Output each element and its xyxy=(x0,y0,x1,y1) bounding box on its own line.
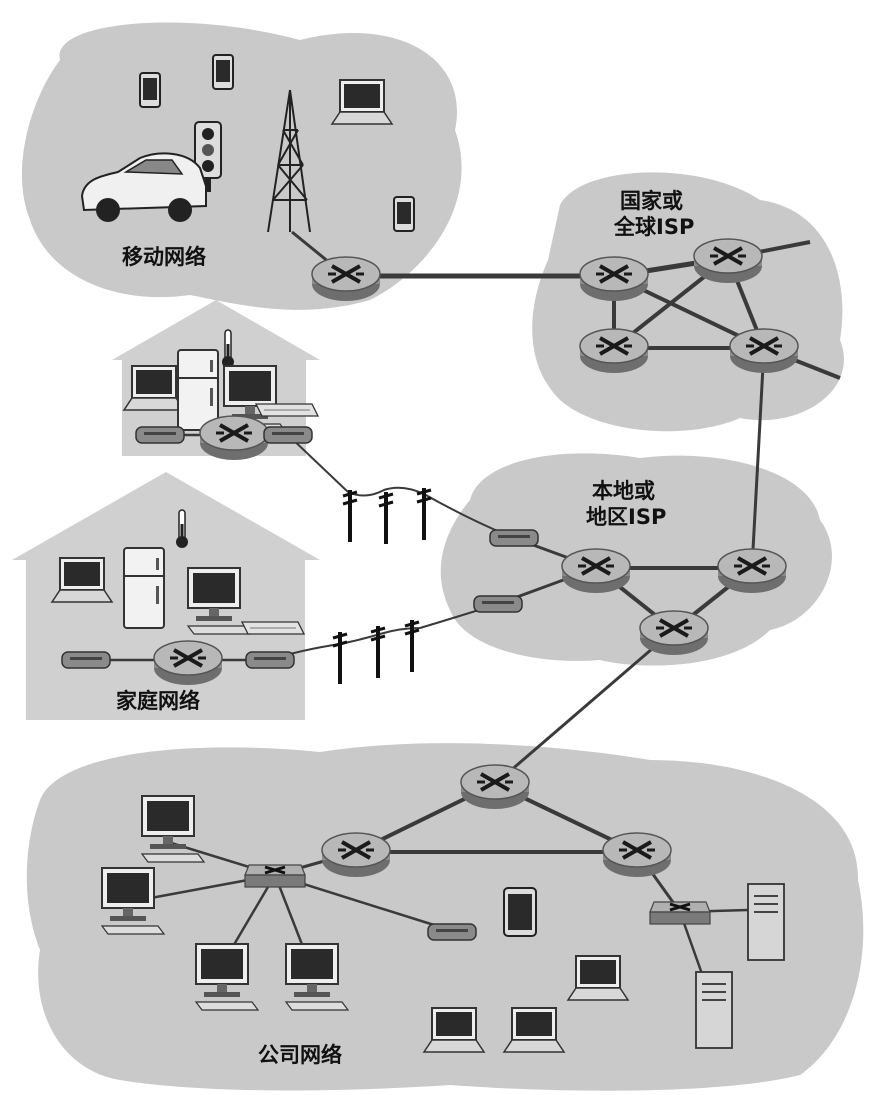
global-isp-cloud xyxy=(532,172,844,432)
global-isp-label-line2: 全球ISP xyxy=(613,215,694,239)
global-isp-router-icon xyxy=(578,255,650,303)
keyboard-icon xyxy=(255,403,319,417)
laptop-icon xyxy=(123,365,185,411)
regional-isp-router-icon xyxy=(716,547,788,595)
smartphone-icon xyxy=(393,196,415,232)
refrigerator-icon xyxy=(177,349,219,431)
tablet-icon xyxy=(503,887,537,937)
global-isp-router-icon xyxy=(692,237,764,285)
regional-isp-label-line2: 地区ISP xyxy=(586,505,666,529)
utility-pole-icon xyxy=(341,488,359,544)
global-isp-router-icon xyxy=(578,327,650,375)
utility-pole-icon xyxy=(377,490,395,546)
car-icon xyxy=(80,152,207,222)
enterprise-router-icon xyxy=(601,831,673,879)
home-network-label: 家庭网络 xyxy=(116,689,200,713)
isp-modem-icon xyxy=(473,595,523,613)
refrigerator-icon xyxy=(123,547,165,629)
home-modem-icon xyxy=(135,426,185,444)
enterprise-switch-icon xyxy=(243,863,307,889)
cell-tower-icon xyxy=(267,89,311,233)
mobile-network-cloud xyxy=(21,22,462,310)
keyboard-icon xyxy=(241,621,305,635)
server-icon xyxy=(747,883,785,961)
traffic-light-icon xyxy=(194,121,222,192)
server-icon xyxy=(695,971,733,1049)
laptop-icon xyxy=(331,79,393,125)
laptop-icon xyxy=(51,557,113,603)
enterprise-router-icon xyxy=(320,831,392,879)
regional-isp-router-icon xyxy=(560,547,632,595)
laptop-icon xyxy=(567,955,629,1001)
smartphone-icon xyxy=(212,54,234,90)
wireless-access-point-icon xyxy=(427,923,477,941)
laptop-icon xyxy=(423,1007,485,1053)
regional-isp-router-icon xyxy=(638,609,710,657)
enterprise-switch-icon xyxy=(648,900,712,926)
global-isp-label-line1: 国家或 xyxy=(620,189,683,213)
laptop-icon xyxy=(503,1007,565,1053)
regional-isp-cloud xyxy=(440,453,832,666)
utility-pole-icon xyxy=(331,630,349,686)
global-isp-router-icon xyxy=(728,327,800,375)
isp-modem-icon xyxy=(489,529,539,547)
mobile-router-icon xyxy=(310,255,382,303)
enterprise-router-icon xyxy=(459,763,531,811)
cable-modem-icon xyxy=(245,651,295,669)
enterprise-network-label: 公司网络 xyxy=(258,1043,342,1067)
regional-isp-label-line1: 本地或 xyxy=(592,479,655,503)
smartphone-icon xyxy=(139,72,161,108)
home-modem-icon xyxy=(61,651,111,669)
home-router-icon xyxy=(198,414,270,462)
mobile-network-label: 移动网络 xyxy=(122,245,206,269)
cable-modem-icon xyxy=(263,426,313,444)
home-router-icon xyxy=(152,639,224,687)
